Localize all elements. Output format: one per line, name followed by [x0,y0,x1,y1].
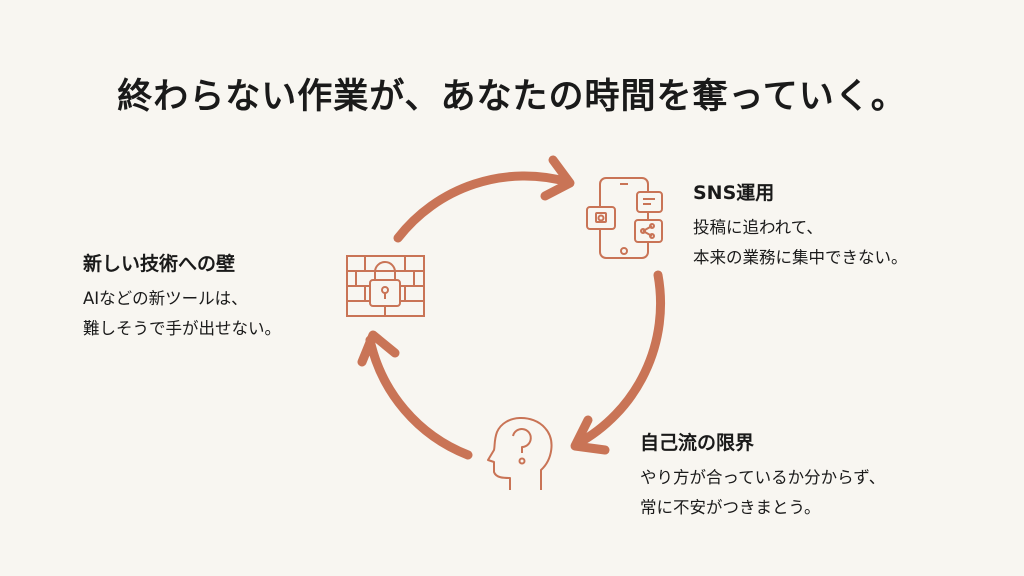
arrow-sns-to-head [570,270,666,455]
brick-wall-lock-icon [346,255,425,317]
item-heading: SNS運用 [693,182,775,204]
item-line: 本来の業務に集中できない。 [693,248,908,267]
item-heading: 新しい技術への壁 [83,253,236,275]
smartphone-social-icon [586,177,663,259]
item-heading: 自己流の限界 [640,432,755,454]
arrow-head-to-wall [357,330,473,460]
item-line: 投稿に追われて、 [693,218,823,237]
head-question-icon [487,416,553,490]
arrow-wall-to-sns [393,155,575,243]
item-new-tech: 新しい技術への壁 AIなどの新ツールは、 難しそうで手が出せない。 [83,249,281,344]
item-sns: SNS運用 投稿に追われて、 本来の業務に集中できない。 [693,178,908,273]
item-line: 常に不安がつきまとう。 [640,498,821,517]
item-line: AIなどの新ツールは、 [83,289,248,308]
item-line: やり方が合っているか分からず、 [640,468,886,487]
item-line: 難しそうで手が出せない。 [83,319,281,338]
page-title: 終わらない作業が、あなたの時間を奪っていく。 [117,77,907,117]
item-self-taught: 自己流の限界 やり方が合っているか分からず、 常に不安がつきまとう。 [640,428,885,523]
